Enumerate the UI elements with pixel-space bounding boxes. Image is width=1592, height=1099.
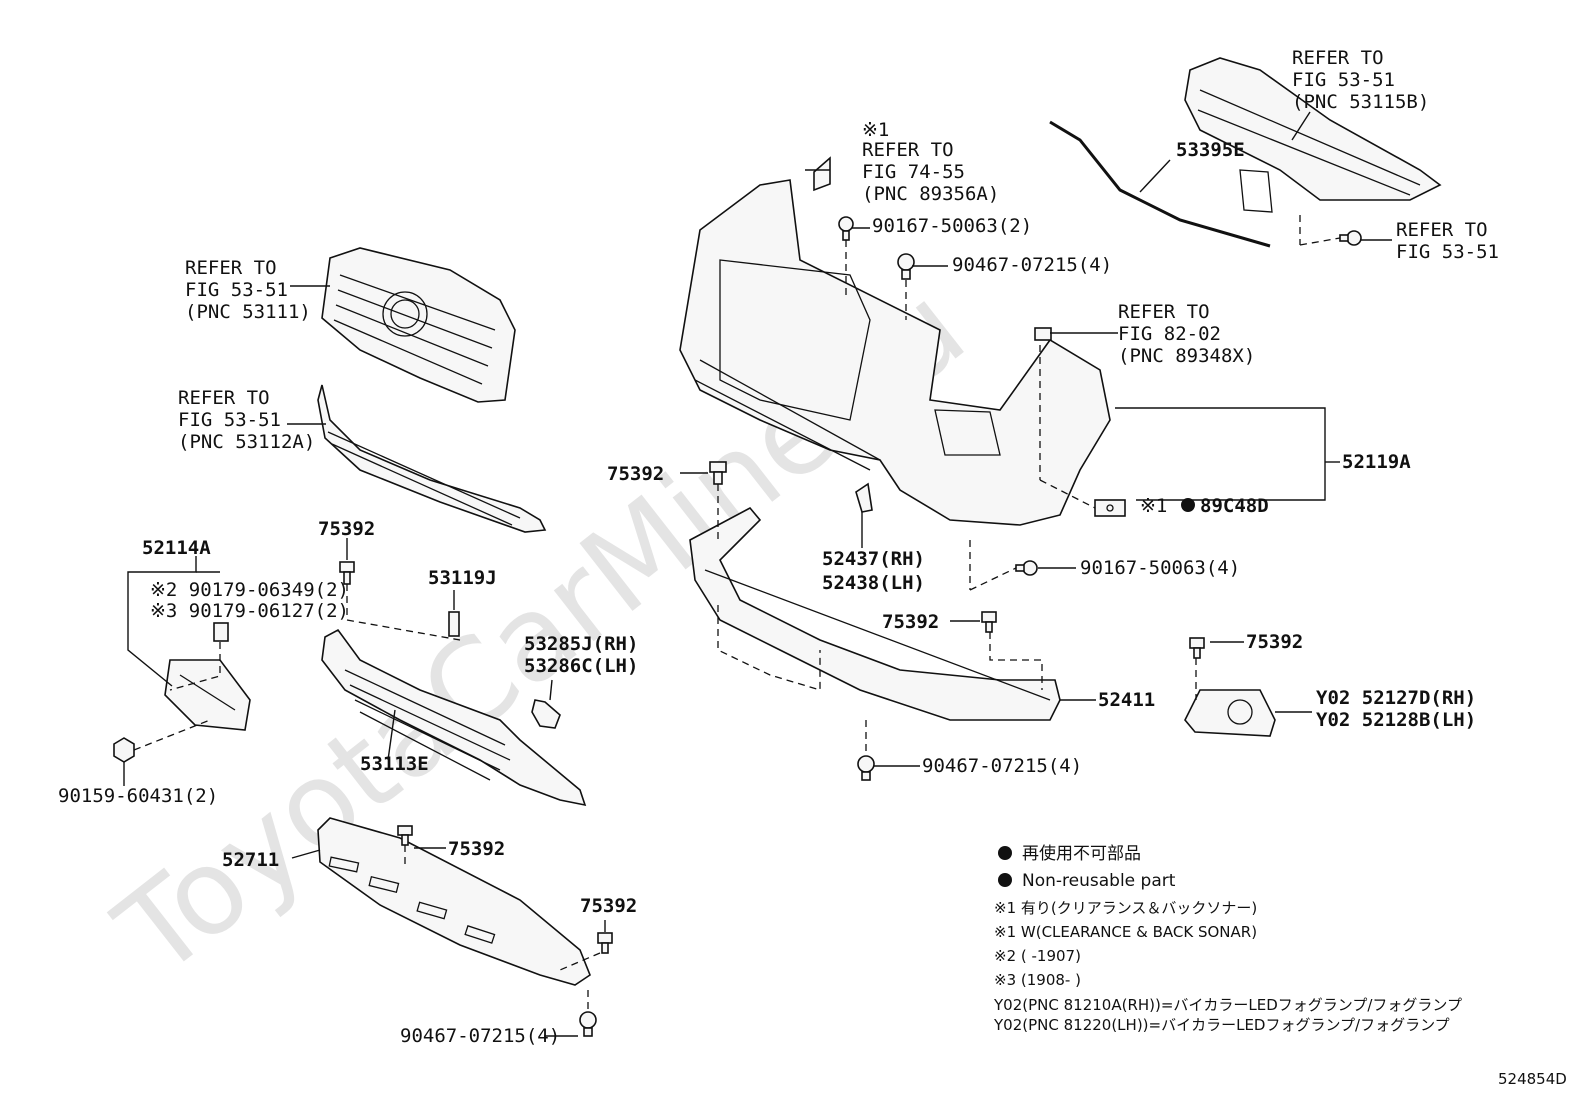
part-89C48D: 89C48D	[1200, 495, 1269, 517]
bolt-90159-icon[interactable]	[113, 737, 135, 772]
legend-line1: 再使用不可部品	[1022, 843, 1141, 864]
retainer-89C48D-part[interactable]	[1094, 499, 1126, 517]
clip-75392-e-icon[interactable]	[397, 825, 413, 846]
sticker-ref-line3: FIG 74-55	[862, 161, 965, 183]
part-52438[interactable]: 52438(LH)	[822, 572, 925, 594]
legend-line4: ※1 W(CLEARANCE & BACK SONAR)	[994, 923, 1257, 941]
legend-line3: ※1 有り(クリアランス＆バックソナー)	[994, 899, 1257, 917]
part-89C48D-group[interactable]: ※1 89C48D	[1140, 495, 1269, 517]
lower-grille-ref-line2: FIG 53-51	[178, 409, 281, 431]
lower-grille-ref-line3: (PNC 53112A)	[178, 431, 315, 453]
legend: 再使用不可部品 Non-reusable part ※1 有り(クリアランス＆バ…	[993, 843, 1462, 1034]
sensor-ref-line3: (PNC 89348X)	[1118, 345, 1255, 367]
clip-53119J-part[interactable]	[448, 611, 460, 637]
part-90179-2[interactable]: ※2 90179-06349(2)	[150, 579, 349, 601]
bumper-reinforcement-part[interactable]	[1184, 57, 1442, 213]
clip-75392-c-icon[interactable]	[1189, 637, 1205, 659]
part-90167-top[interactable]: 90167-50063(2)	[872, 215, 1032, 237]
bolt-90167-top-icon[interactable]	[838, 216, 854, 241]
reinf-ref-label: REFER TO FIG 53-51 (PNC 53115B)	[1292, 47, 1429, 113]
part-53286C[interactable]: 53286C(LH)	[524, 655, 638, 677]
cover-53285J-part[interactable]	[531, 699, 561, 729]
sticker-ref-line4: (PNC 89356A)	[862, 183, 999, 205]
reinf-ref-line3: (PNC 53115B)	[1292, 91, 1429, 113]
legend-line2: Non-reusable part	[1022, 871, 1176, 891]
part-90467-mid[interactable]: 90467-07215(4)	[922, 755, 1082, 777]
part-75392-a[interactable]: 75392	[607, 463, 664, 485]
bracket-52437-part[interactable]	[855, 482, 873, 513]
sticker-ref-line2: REFER TO	[862, 139, 954, 161]
sensor-ref-line2: FIG 82-02	[1118, 323, 1221, 345]
part-75392-b[interactable]: 75392	[882, 611, 939, 633]
clip-75392-a-icon[interactable]	[709, 461, 727, 485]
reinf-ref-line1: REFER TO	[1292, 47, 1384, 69]
legend-dot-icon-2	[998, 873, 1012, 887]
clip-90467-mid-icon[interactable]	[857, 755, 875, 781]
clip-90467-bot-icon[interactable]	[579, 1011, 597, 1037]
part-52119A[interactable]: 52119A	[1342, 451, 1411, 473]
part-75392-e[interactable]: 75392	[448, 838, 505, 860]
part-75392-c[interactable]: 75392	[1246, 631, 1303, 653]
part-90159[interactable]: 90159-60431(2)	[58, 785, 218, 807]
reinf-bolt-ref-line2: FIG 53-51	[1396, 241, 1499, 263]
part-52411[interactable]: 52411	[1098, 689, 1155, 711]
sensor-ref-label: REFER TO FIG 82-02 (PNC 89348X)	[1118, 301, 1255, 367]
legend-line8: Y02(PNC 81220(LH))=バイカラーLEDフォグランプ/フォグランプ	[993, 1016, 1450, 1034]
grille-ref-line3: (PNC 53111)	[185, 301, 311, 323]
legend-dot-icon-1	[998, 846, 1012, 860]
part-52114A[interactable]: 52114A	[142, 537, 211, 559]
leader-lines	[123, 111, 1392, 1037]
part-90467-bot[interactable]: 90467-07215(4)	[400, 1025, 560, 1047]
clip-75392-f-icon[interactable]	[597, 932, 613, 954]
part-90467-top[interactable]: 90467-07215(4)	[952, 254, 1112, 276]
part-53395E[interactable]: 53395E	[1176, 139, 1245, 161]
fog-cover-Y02-part[interactable]	[1184, 689, 1276, 737]
part-53285J[interactable]: 53285J(RH)	[524, 633, 638, 655]
grille-ref-line1: REFER TO	[185, 257, 277, 279]
strip-53395E-part[interactable]	[1049, 120, 1271, 248]
assembly-lines	[133, 215, 1341, 1012]
grille-ref-label: REFER TO FIG 53-51 (PNC 53111)	[185, 257, 311, 323]
part-Y02-rh[interactable]: Y02 52127D(RH)	[1316, 687, 1476, 709]
part-52711[interactable]: 52711	[222, 849, 279, 871]
diagram-code: 524854D	[1498, 1070, 1567, 1088]
lower-grille-ref-line1: REFER TO	[178, 387, 270, 409]
lower-grille-ref-label: REFER TO FIG 53-51 (PNC 53112A)	[178, 387, 315, 453]
legend-line5: ※2 ( -1907)	[994, 947, 1081, 965]
part-90167-bot[interactable]: 90167-50063(4)	[1080, 557, 1240, 579]
part-89C48D-prefix: ※1	[1140, 495, 1167, 517]
reinf-ref-line2: FIG 53-51	[1292, 69, 1395, 91]
part-53119J[interactable]: 53119J	[428, 567, 497, 589]
bolt-90167-bot-icon[interactable]	[1015, 560, 1038, 576]
grille-ref-line2: FIG 53-51	[185, 279, 288, 301]
legend-line7: Y02(PNC 81210A(RH))=バイカラーLEDフォグランプ/フォグラン…	[993, 996, 1462, 1014]
reinf-bolt-ref-line1: REFER TO	[1396, 219, 1488, 241]
upper-grille-part[interactable]	[321, 247, 516, 403]
sensor-ref-line1: REFER TO	[1118, 301, 1210, 323]
part-53113E[interactable]: 53113E	[360, 753, 429, 775]
part-52437[interactable]: 52437(RH)	[822, 548, 925, 570]
lower-bumper-52411-part[interactable]	[689, 506, 1061, 721]
sticker-ref-label: ※1 REFER TO FIG 74-55 (PNC 89356A)	[862, 119, 999, 205]
bolt-reinf-icon[interactable]	[1339, 230, 1362, 246]
part-75392-d[interactable]: 75392	[318, 518, 375, 540]
part-Y02-lh[interactable]: Y02 52128B(LH)	[1316, 709, 1476, 731]
sticker-ref-line1: ※1	[862, 119, 889, 141]
clip-90467-top-icon[interactable]	[897, 253, 915, 280]
sticker-89356A-part[interactable]	[813, 156, 831, 192]
part-75392-f[interactable]: 75392	[580, 895, 637, 917]
reinf-bolt-ref-label: REFER TO FIG 53-51	[1396, 219, 1499, 263]
non-reusable-dot-icon	[1181, 498, 1195, 512]
bumper-cover-52119A-part[interactable]	[679, 179, 1111, 526]
under-cover-52711-part[interactable]	[317, 817, 591, 986]
lower-grille-part[interactable]	[317, 384, 547, 533]
lower-grille-53113E-part[interactable]	[321, 628, 587, 807]
plate-bracket-part[interactable]	[164, 622, 251, 731]
sensor-bracket-part[interactable]	[1034, 327, 1052, 341]
part-90179-3[interactable]: ※3 90179-06127(2)	[150, 600, 349, 622]
clip-75392-b-icon[interactable]	[981, 611, 997, 633]
legend-line6: ※3 (1908- )	[994, 971, 1081, 989]
